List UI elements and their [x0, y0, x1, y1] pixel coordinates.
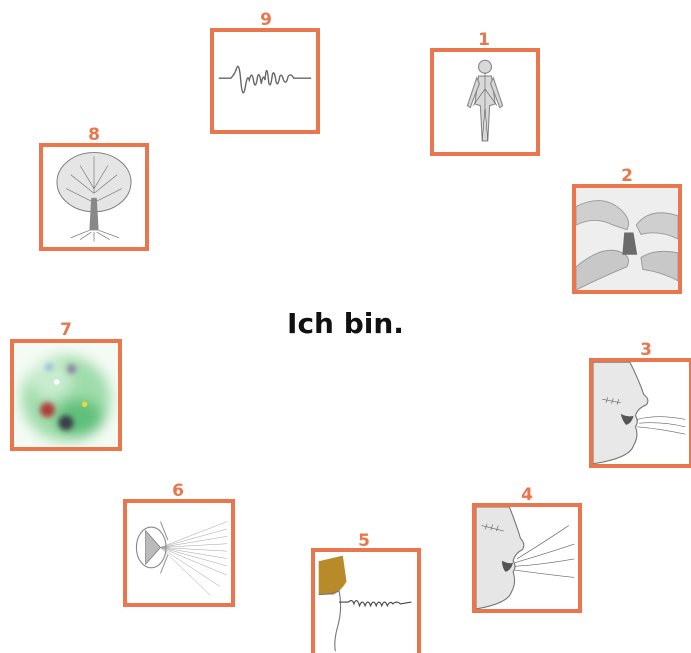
face-profile-speaking-icon [593, 362, 686, 464]
card-1-frame[interactable] [430, 48, 540, 156]
card-8-number: 8 [88, 125, 100, 145]
nervous-system-figure-icon [466, 59, 504, 142]
waveform-signal-icon [218, 65, 312, 94]
card-9-frame[interactable] [210, 28, 320, 134]
card-2-frame[interactable] [572, 184, 682, 294]
blurry-green-colors-icon [14, 343, 118, 447]
card-6-number: 6 [172, 481, 184, 501]
card-5-frame[interactable] [311, 548, 421, 653]
tree-with-roots-icon [56, 152, 132, 242]
card-9-number: 9 [260, 10, 272, 30]
card-8-frame[interactable] [39, 143, 149, 251]
card-6-frame[interactable] [123, 499, 235, 607]
card-4-frame[interactable] [472, 503, 582, 613]
fingers-pinching-earplug-icon [576, 188, 678, 290]
vocal-cord-waveform-icon [318, 555, 412, 652]
card-2-number: 2 [621, 166, 633, 186]
light-beams-lens-icon [135, 521, 228, 596]
face-profile-sound-waves-icon [476, 507, 575, 609]
card-1-number: 1 [478, 30, 490, 50]
center-heading: Ich bin. [287, 307, 404, 340]
card-4-number: 4 [521, 485, 533, 505]
card-7-frame[interactable] [10, 339, 122, 451]
card-3-number: 3 [640, 340, 652, 360]
card-5-number: 5 [358, 531, 370, 551]
card-3-frame[interactable] [589, 358, 691, 468]
card-7-number: 7 [60, 320, 72, 340]
